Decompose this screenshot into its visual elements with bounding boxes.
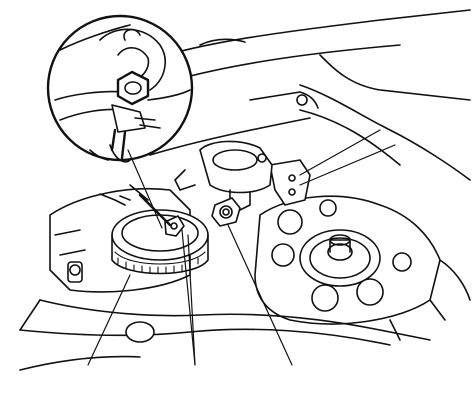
leader-cap-left: [87, 274, 131, 366]
leader-bracket-lower: [299, 144, 396, 186]
leader-cap-center: [181, 229, 196, 366]
strut-nut: [327, 243, 353, 261]
body-frame: [149, 9, 471, 181]
mounting-bracket: [174, 140, 311, 211]
tower-hole-4: [356, 278, 384, 306]
leader-bracket-upper: [299, 129, 381, 176]
tower-hole-3: [311, 284, 339, 312]
hose: [99, 193, 131, 206]
frame-bolt: [296, 94, 308, 106]
strut-tower: [254, 195, 471, 325]
reservoir-cap: [111, 209, 209, 261]
tower-bolt-right: [392, 252, 412, 272]
lower-rail: [19, 299, 446, 371]
leader-lines: [87, 129, 396, 366]
tower-bolt-top: [319, 199, 337, 217]
tower-hole-1: [277, 209, 303, 235]
rail-bushing: [125, 321, 155, 343]
sensor-fitting: [211, 197, 241, 227]
detail-inset: [46, 14, 194, 163]
leader-sensor: [227, 224, 293, 366]
leader-detail-to-fitting: [127, 149, 163, 229]
tower-hole-2: [271, 243, 295, 267]
